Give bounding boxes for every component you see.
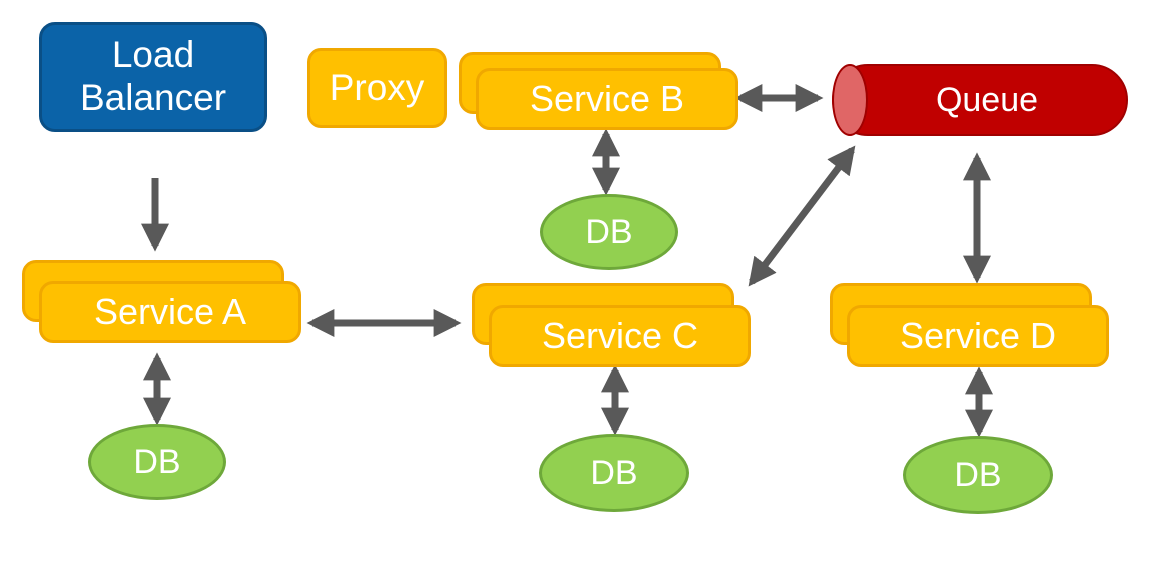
service-d-label: Service D [899, 315, 1057, 356]
db-service-d: DB [903, 436, 1053, 514]
arrow-service-c-queue [748, 145, 856, 287]
service-c-label: Service C [541, 315, 699, 356]
db-service-c-label: DB [590, 453, 638, 492]
db-service-d-label: DB [954, 455, 1002, 494]
queue-cylinder-end [832, 64, 868, 136]
service-a-node: Service A [39, 281, 301, 343]
proxy-node: Proxy [307, 48, 447, 128]
service-c-node: Service C [489, 305, 751, 367]
service-d-node: Service D [847, 305, 1109, 367]
proxy-label: Proxy [329, 66, 425, 108]
load-balancer-node: Load Balancer [39, 22, 267, 132]
db-service-a-label: DB [133, 442, 181, 481]
service-b-label: Service B [529, 78, 685, 119]
load-balancer-label-line2: Balancer [79, 77, 227, 118]
load-balancer-label-line1: Load [111, 34, 195, 76]
db-service-a: DB [88, 424, 226, 500]
db-service-b-label: DB [585, 212, 633, 251]
queue-label: Queue [935, 80, 1039, 119]
db-service-b: DB [540, 194, 678, 270]
service-a-label: Service A [93, 291, 247, 332]
service-b-node: Service B [476, 68, 738, 130]
db-service-c: DB [539, 434, 689, 512]
